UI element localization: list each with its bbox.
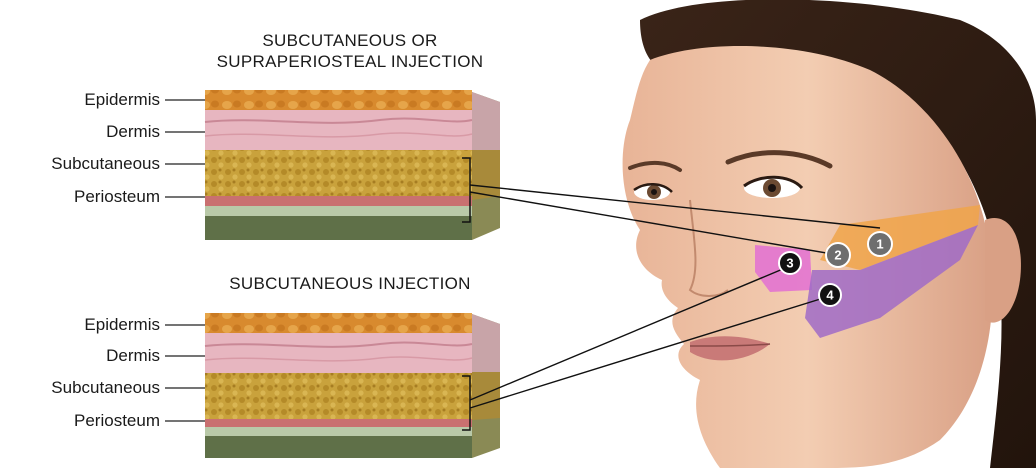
bottom-subcutaneous-layer — [205, 373, 472, 419]
zone-1-number: 1 — [876, 237, 883, 252]
label-leaders — [165, 100, 205, 421]
bottom-dermis-layer — [205, 333, 472, 373]
bottom-periosteum-layer — [205, 419, 472, 427]
zone-badge-1: 1 — [868, 232, 892, 256]
zone-2-number: 2 — [834, 248, 841, 263]
top-periosteum-layer — [205, 196, 472, 206]
top-skin-block — [205, 90, 500, 240]
top-epidermis-layer — [205, 90, 472, 112]
zone-4-number: 4 — [826, 288, 834, 303]
top-bone-layer — [205, 216, 472, 240]
top-subcutaneous-layer — [205, 150, 472, 196]
zone-badge-2: 2 — [826, 243, 850, 267]
face-illustration — [623, 0, 1036, 468]
zone-3-number: 3 — [786, 256, 793, 271]
bottom-skin-block — [205, 313, 500, 458]
zone-badge-4: 4 — [819, 284, 841, 306]
zone-badge-3: 3 — [779, 252, 801, 274]
top-dermis-layer — [205, 110, 472, 150]
bottom-bone-layer — [205, 436, 472, 458]
bottom-epidermis-layer — [205, 313, 472, 335]
